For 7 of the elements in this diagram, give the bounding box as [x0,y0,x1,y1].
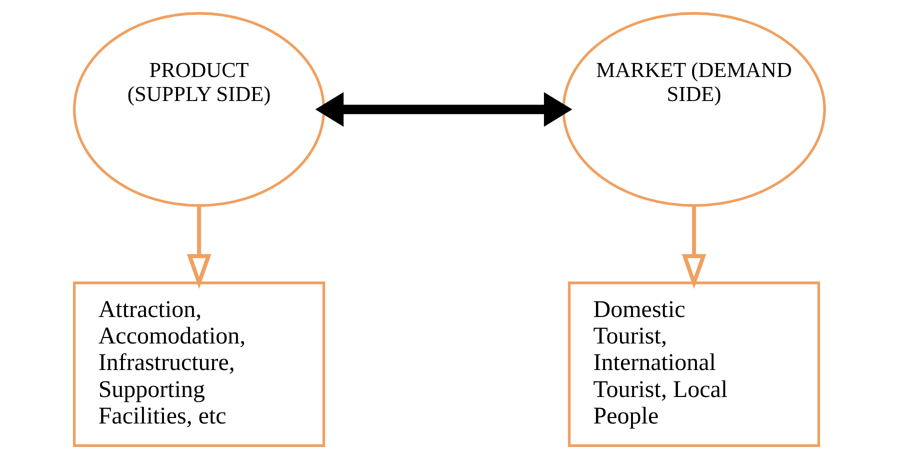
arrow [186,206,211,289]
node-box: Attraction, Accomodation, Infrastructure, Supporting Facilities, etc [72,282,325,447]
node-ellipse: PRODUCT (SUPPLY SIDE) [72,12,325,207]
node-box: Domestic Tourist, International Tourist, Local People [567,282,820,447]
node-ellipse: MARKET (DEMAND SIDE) [562,12,826,207]
arrow [314,92,572,127]
arrow [681,206,706,289]
